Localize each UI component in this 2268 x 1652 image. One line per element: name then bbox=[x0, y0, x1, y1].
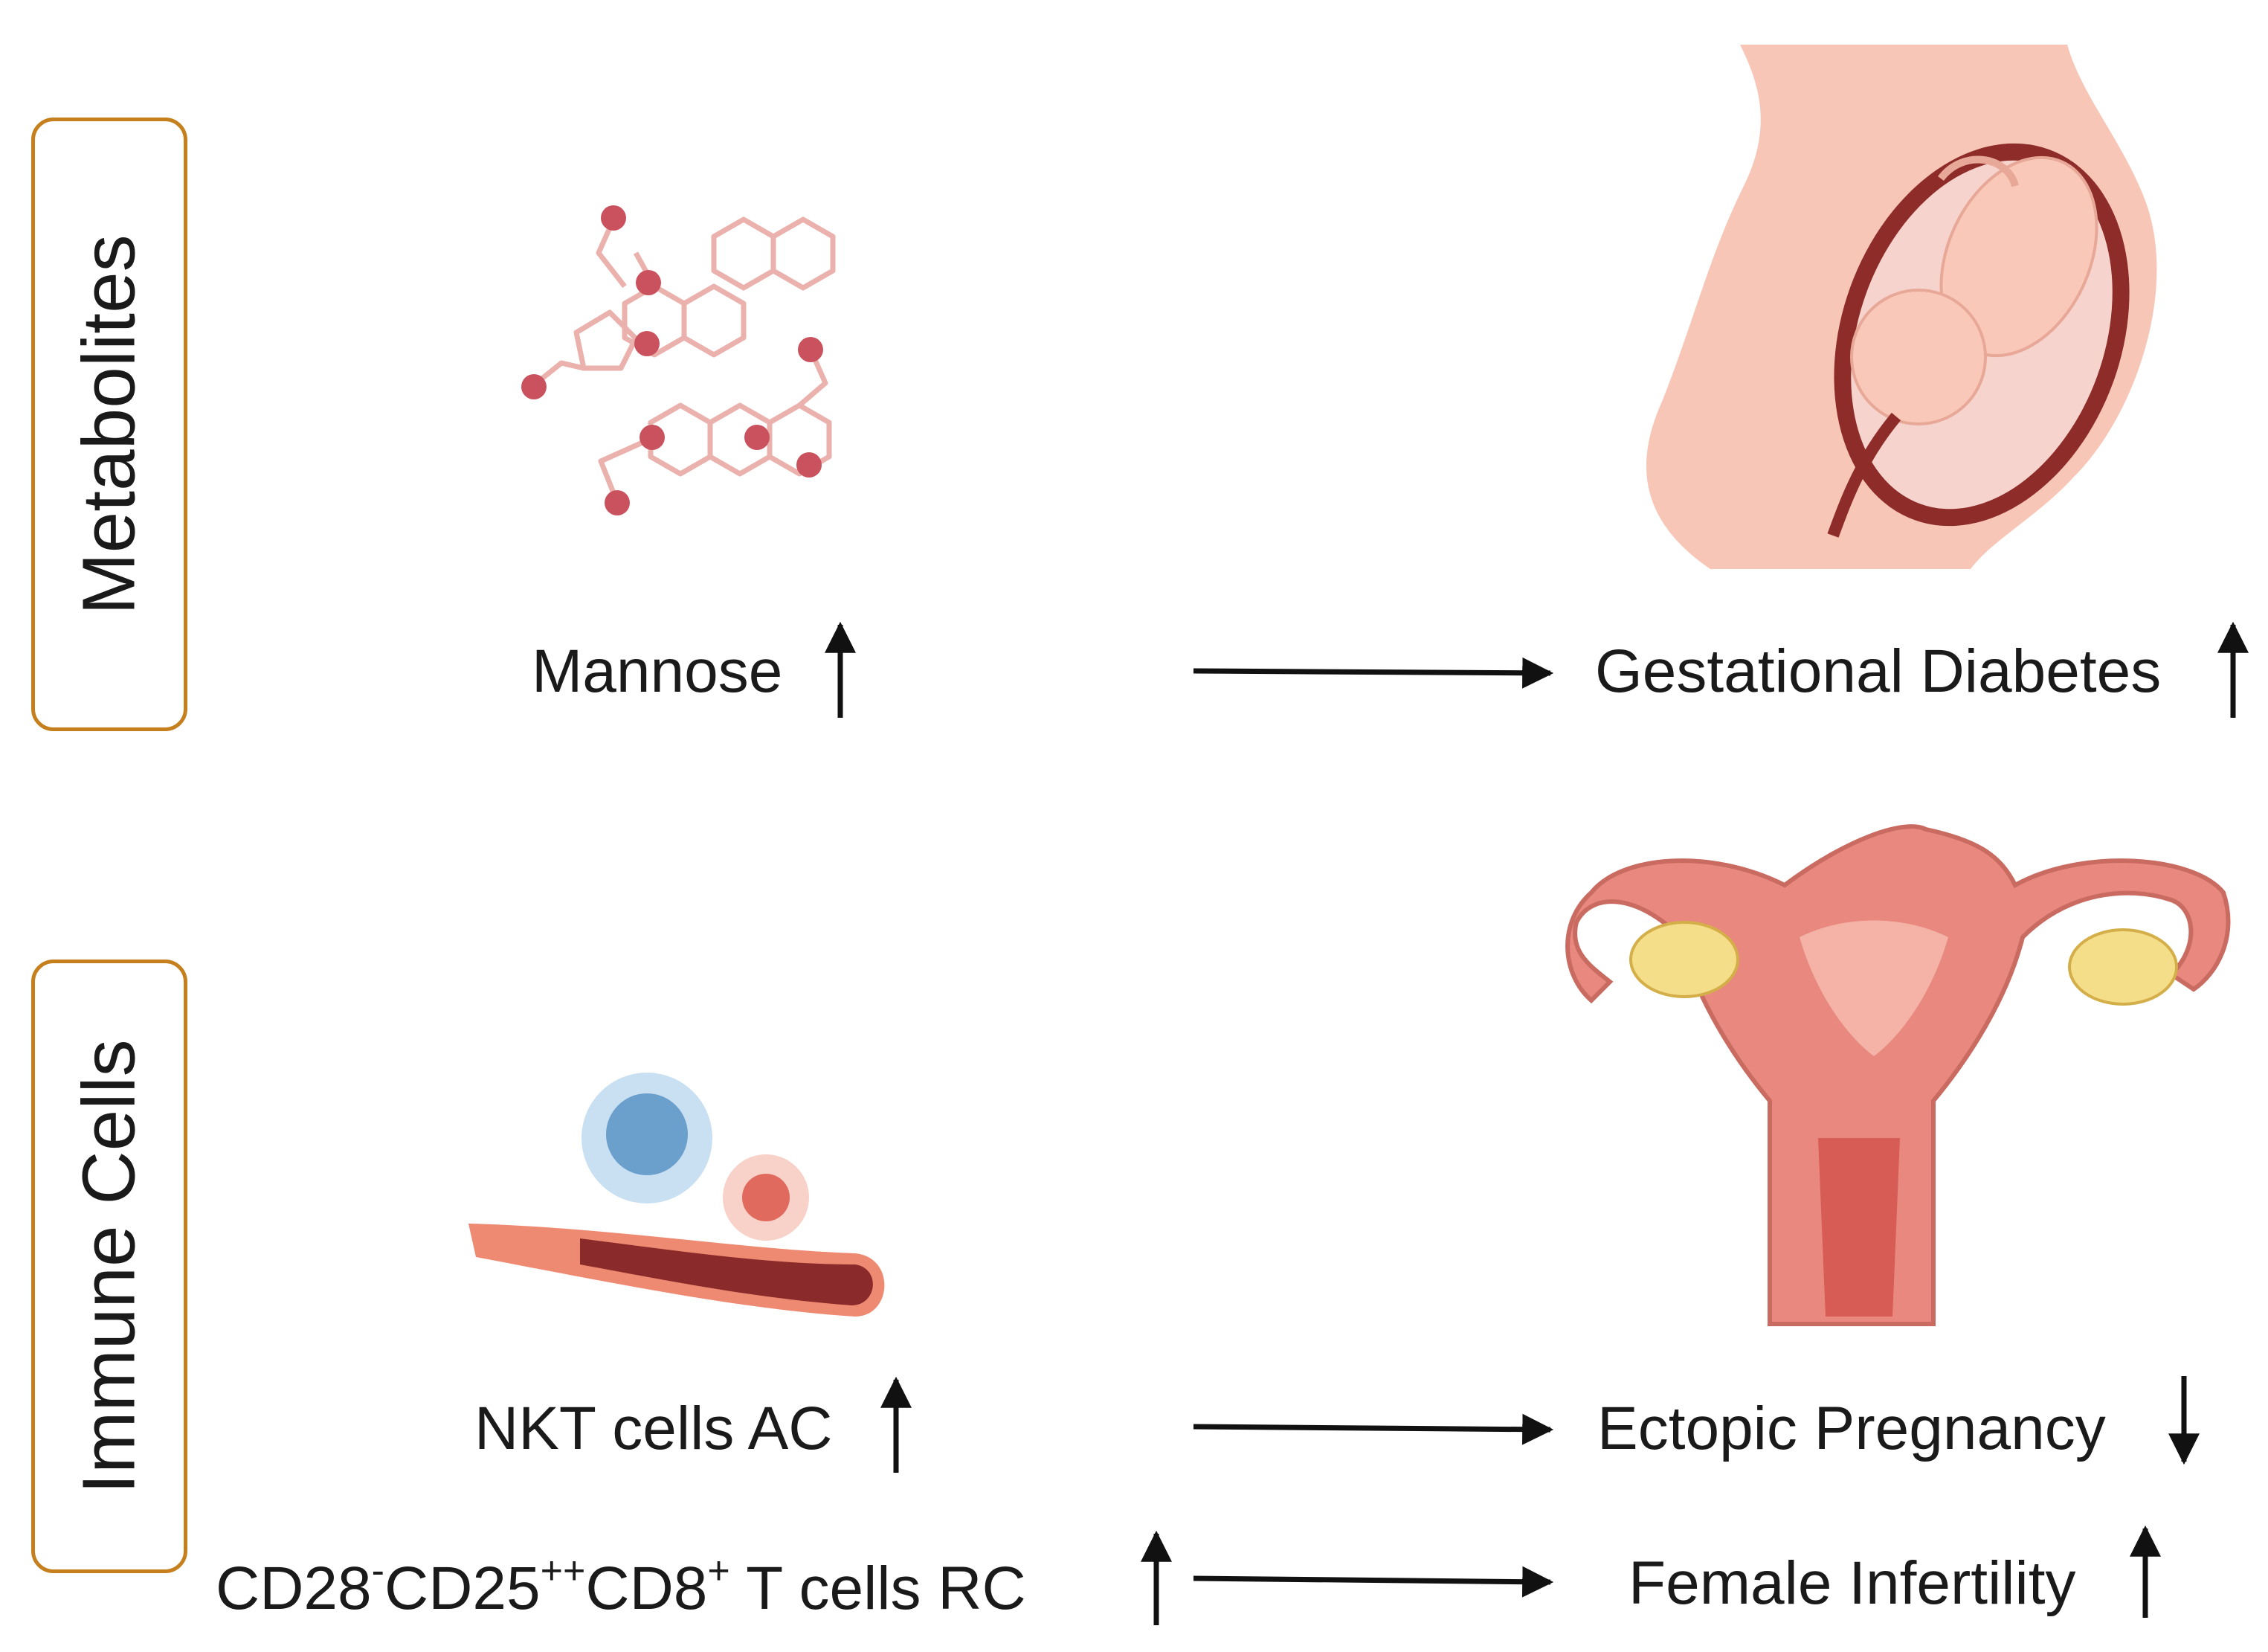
arrow-nkt-to-ectopic bbox=[1193, 1413, 1554, 1445]
arrow-mannose-to-gdm bbox=[1193, 657, 1554, 689]
exposure-mannose: Mannose bbox=[532, 637, 783, 705]
connector-arrows bbox=[1193, 657, 1554, 1598]
pregnant-belly-icon bbox=[1646, 45, 2157, 569]
outcome-female-infertility: Female Infertility bbox=[1628, 1549, 2076, 1617]
uterus-icon bbox=[1565, 824, 2231, 1326]
outcome-gestational-diabetes: Gestational Diabetes bbox=[1595, 637, 2162, 705]
immune-cells-box: Immune Cells bbox=[31, 960, 187, 1573]
outcome-ectopic-pregnancy: Ectopic Pregnancy bbox=[1597, 1395, 2106, 1462]
molecule-icon bbox=[529, 216, 836, 504]
exposure-cd8-t-cells: CD28-CD25++CD8+ T cells RC bbox=[216, 1549, 1026, 1622]
metabolites-box: Metabolites bbox=[31, 118, 187, 731]
arrow-cd8-to-infertility bbox=[1193, 1566, 1554, 1598]
exposure-nkt-cells: NKT cells AC bbox=[474, 1395, 833, 1462]
blood-vessel-icon bbox=[468, 1073, 885, 1317]
molecule-atoms bbox=[521, 205, 823, 515]
direction-arrows bbox=[825, 621, 2249, 1625]
